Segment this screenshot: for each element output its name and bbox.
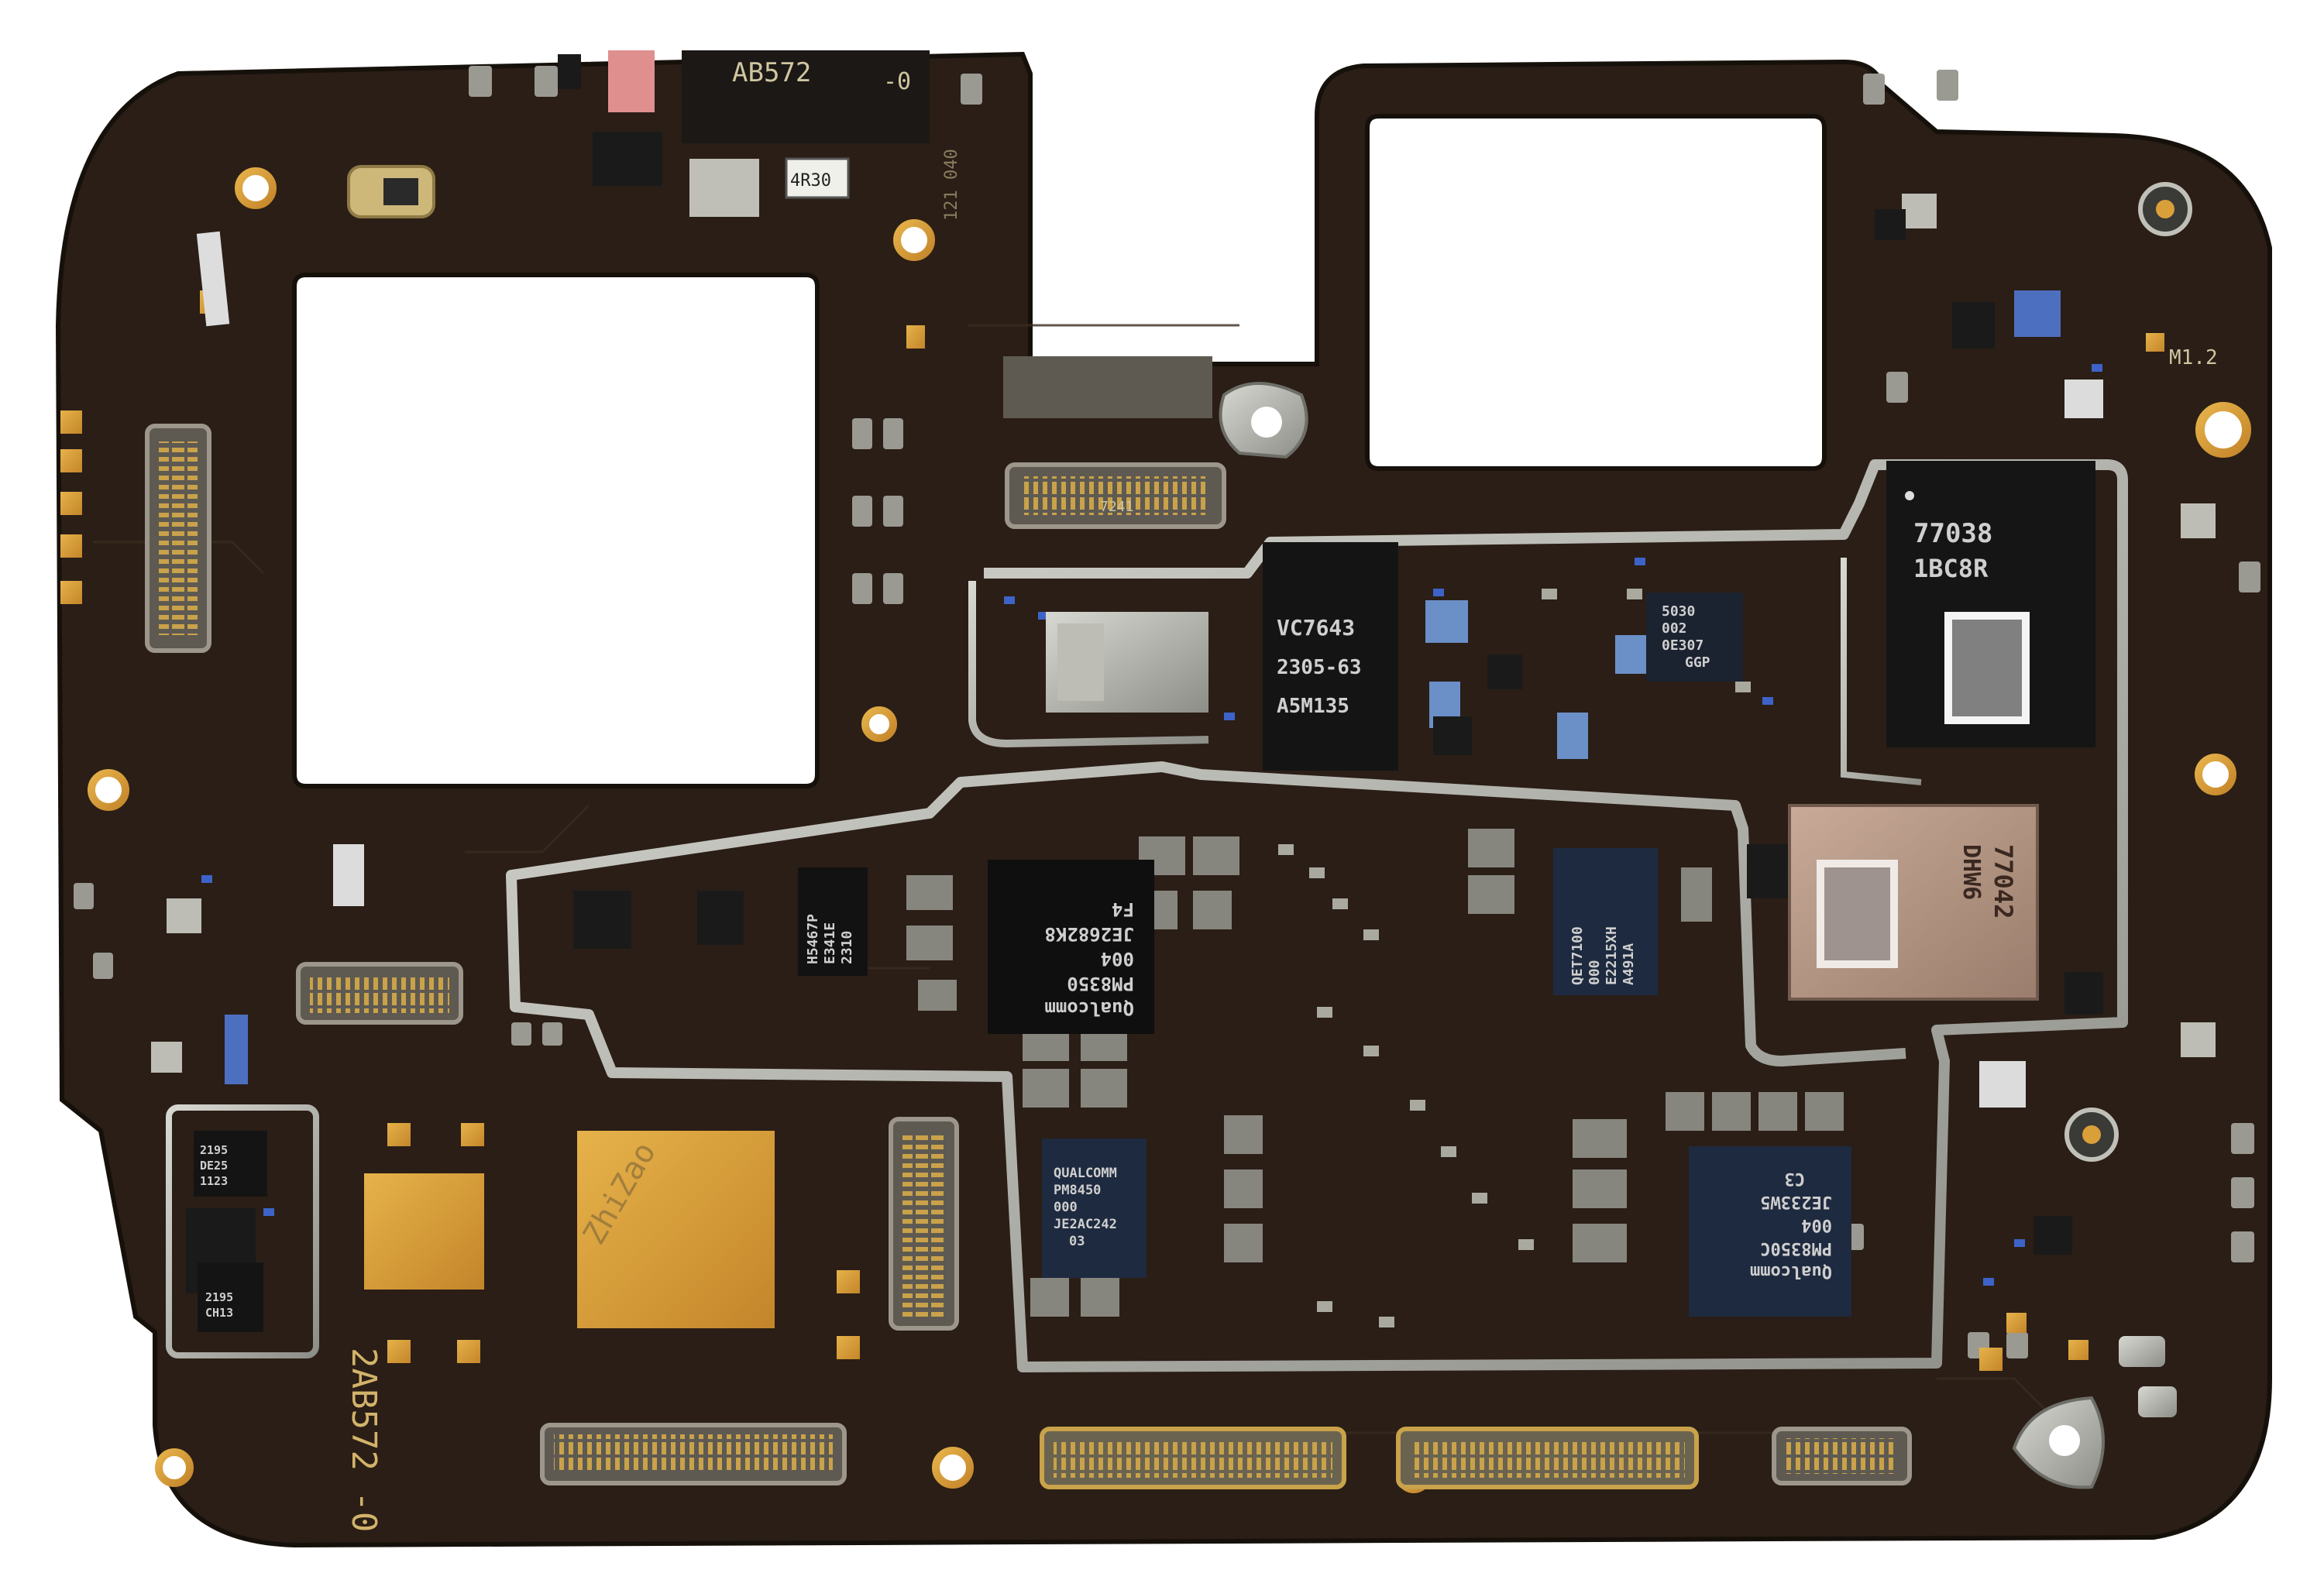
pm8450-line5: 03: [1069, 1234, 1085, 1249]
rf-coax-connectors: [151, 182, 2216, 1162]
h5467-line2: E341E: [822, 922, 838, 964]
pm8350c-line4: JE233W5: [1760, 1192, 1832, 1211]
chip-markings: VC7643 2305-63 A5M135 77038 1BC8R 77042 …: [200, 518, 2018, 1320]
q5030-line3: 0E307: [1662, 637, 1703, 654]
qet7100-line3: E2215XH: [1604, 926, 1620, 985]
gold-pad-large-2: [577, 1131, 775, 1328]
pm8350-line1: Qualcomm: [1044, 998, 1134, 1019]
ic-vc7643: [1263, 542, 1398, 771]
connector-left-vertical: [145, 424, 211, 653]
ic-5030: [1646, 592, 1743, 682]
pm8350-line3: 004: [1101, 948, 1134, 970]
vc7643-line3: A5M135: [1277, 695, 1349, 718]
pm8450-line2: PM8450: [1054, 1183, 1101, 1198]
pm8350-line4: JE2682K8: [1044, 923, 1134, 945]
pm8350c-line3: 004: [1801, 1215, 1832, 1235]
qet7100-line4: A491A: [1621, 943, 1637, 985]
ic-77042: [1788, 804, 2039, 1001]
pm8450-line4: JE2AC242: [1054, 1217, 1117, 1232]
pm8450-line3: 000: [1054, 1200, 1078, 1215]
h5467-line3: 2310: [839, 931, 855, 964]
qr2195-top-line3: 1123: [200, 1174, 228, 1188]
label-4r30: 4R30: [790, 171, 831, 191]
board-rev-left: 2AB572 -0: [344, 1348, 383, 1532]
screw-brackets: [1219, 382, 2177, 1489]
small-dark-ics: [186, 54, 2103, 1293]
ic-77038: [1886, 461, 2095, 747]
q5030-line2: 002: [1662, 620, 1687, 637]
vc7643-line2: 2305-63: [1277, 656, 1362, 679]
connector-bottom-2: [1040, 1427, 1346, 1489]
ic-pm8350: [988, 860, 1154, 1034]
qr2195-top-line2: DE25: [200, 1159, 228, 1173]
q5030-line4: GGP: [1685, 654, 1710, 671]
top-components: [196, 50, 1212, 418]
connectors: [145, 424, 1912, 1489]
board-rev-top: AB572: [732, 57, 811, 88]
label-7241: 7241: [1100, 499, 1133, 515]
silver-module: [1046, 612, 1208, 713]
q5030-line1: 5030: [1662, 603, 1695, 620]
gold-pads: [200, 290, 2164, 1371]
h5467-line1: H5467P: [805, 914, 821, 964]
pm8350c-line1: Qualcomm: [1750, 1262, 1832, 1281]
shield-frame: [506, 459, 2128, 1372]
vertical-code: 121 040: [942, 149, 961, 221]
qr2195-top-line1: 2195: [200, 1143, 228, 1157]
board-rev-top-suffix: -0: [883, 68, 911, 95]
pm8350c-line2: PM8350C: [1760, 1238, 1832, 1258]
q77038-line1: 77038: [1913, 518, 1992, 549]
m12-label: M1.2: [2169, 346, 2218, 369]
vc7643-line1: VC7643: [1277, 615, 1355, 641]
ic-pm8350c: [1689, 1146, 1851, 1317]
connector-bottom-1: [540, 1423, 847, 1485]
ic-module-left: [166, 1104, 319, 1358]
pm8350c-line5: C3: [1785, 1169, 1806, 1188]
pm8350-line2: PM8350: [1067, 973, 1134, 994]
qr2195-bot-line1: 2195: [205, 1290, 233, 1304]
qr2195-bot-line2: CH13: [205, 1306, 233, 1320]
connector-bottom-4: [1772, 1427, 1912, 1485]
gold-pad-large-1: [364, 1173, 484, 1290]
ic-2195-bottom: [198, 1262, 263, 1332]
q77038-line2: 1BC8R: [1913, 554, 1989, 583]
ic-2195-top: [194, 1131, 267, 1197]
connector-mid-vertical: [889, 1117, 959, 1331]
connector-bottom-3: [1396, 1427, 1699, 1489]
qet7100-line1: QET7100: [1569, 926, 1586, 985]
q77042-line2: DHW6: [1958, 844, 1985, 900]
qet7100-line2: 000: [1587, 960, 1603, 985]
q77042-line1: 77042: [1989, 844, 2018, 919]
connector-top-center: [1005, 462, 1226, 529]
ic-pm8450: [1042, 1139, 1147, 1278]
ic-qet7100: [1553, 848, 1658, 995]
passive-components: [74, 66, 2260, 1358]
ic-h5467: [798, 867, 868, 976]
connector-left-small: [296, 962, 463, 1025]
edge-pads: [60, 410, 82, 604]
pm8350-line5: F4: [1112, 898, 1134, 920]
pm8450-line1: QUALCOMM: [1054, 1166, 1117, 1181]
